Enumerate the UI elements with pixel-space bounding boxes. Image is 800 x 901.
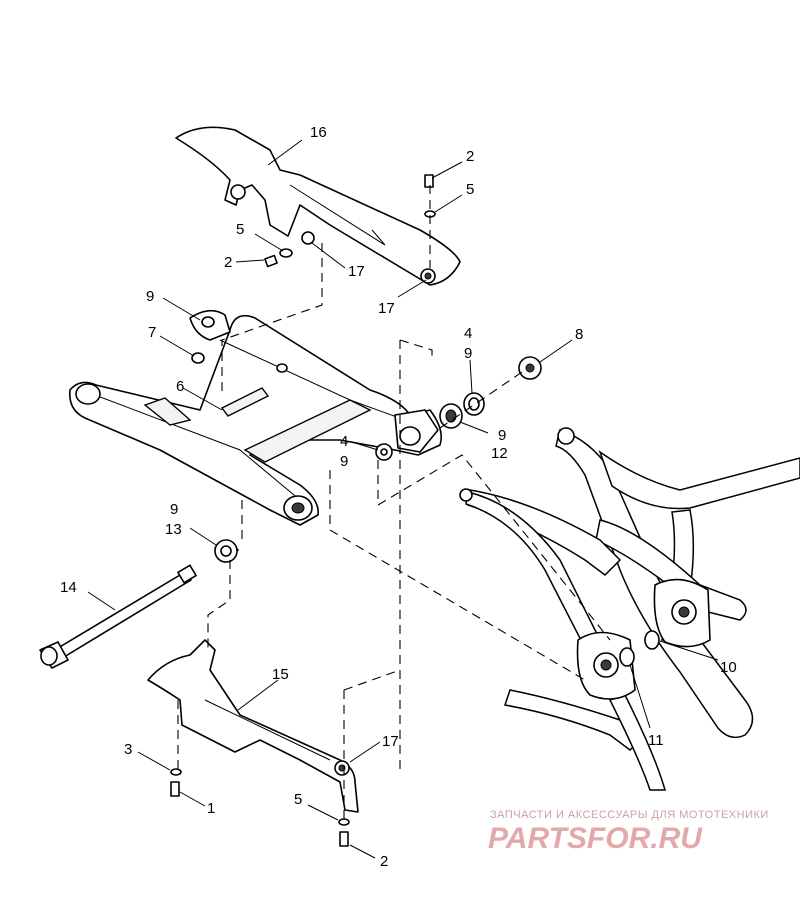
callout-2: 2 [224, 254, 232, 271]
callout-7: 7 [148, 324, 156, 341]
callout-9: 9 [146, 288, 154, 305]
callout-15: 15 [272, 666, 289, 683]
callout-17: 17 [348, 263, 365, 280]
swingarm [68, 309, 443, 526]
callout-1: 1 [207, 800, 215, 817]
callout-9: 9 [498, 427, 506, 444]
watermark-logo: PARTSFOR.RU [488, 822, 703, 855]
callout-13: 13 [165, 521, 182, 538]
hardware-top [264, 174, 436, 268]
callout-5: 5 [466, 181, 474, 198]
callout-6: 6 [176, 378, 184, 395]
callout-10: 10 [720, 659, 737, 676]
callout-8: 8 [575, 326, 583, 343]
callout-4: 4 [340, 433, 348, 450]
hardware-bottom [170, 768, 350, 847]
upper-belt-guard [175, 126, 461, 286]
spacer-10 [644, 630, 660, 650]
callout-9: 9 [340, 453, 348, 470]
bushing-13 [214, 539, 239, 563]
watermark: ЗАПЧАСТИ И АКСЕССУАРЫ ДЛЯ МОТОТЕХНИКИ PA… [488, 809, 769, 855]
frame-tubes [459, 427, 800, 791]
pivot-shaft-14 [39, 564, 197, 669]
assembly-lines [177, 185, 611, 820]
callout-9: 9 [170, 501, 178, 518]
leader-lines [87, 139, 719, 859]
callout-4: 4 [464, 325, 472, 342]
callout-14: 14 [60, 579, 77, 596]
plug-7 [191, 352, 205, 364]
callout-17: 17 [382, 733, 399, 750]
watermark-tagline: ЗАПЧАСТИ И АКСЕССУАРЫ ДЛЯ МОТОТЕХНИКИ [490, 809, 769, 821]
callout-labels: 16 2 5 5 2 17 17 9 7 4 9 8 6 4 9 9 12 9 … [60, 124, 737, 870]
callout-2: 2 [380, 853, 388, 870]
lower-belt-guard [147, 639, 359, 813]
pivot-plate-right [653, 578, 711, 648]
callout-12: 12 [491, 445, 508, 462]
spacer-11 [619, 647, 635, 667]
callout-16: 16 [310, 124, 327, 141]
callout-2: 2 [466, 148, 474, 165]
pivot-plate-left [576, 631, 636, 700]
callout-3: 3 [124, 741, 132, 758]
callout-11: 11 [648, 732, 664, 749]
slider-6 [220, 387, 270, 417]
callout-17: 17 [378, 300, 395, 317]
callout-5: 5 [236, 221, 244, 238]
callout-5: 5 [294, 791, 302, 808]
callout-9: 9 [464, 345, 472, 362]
